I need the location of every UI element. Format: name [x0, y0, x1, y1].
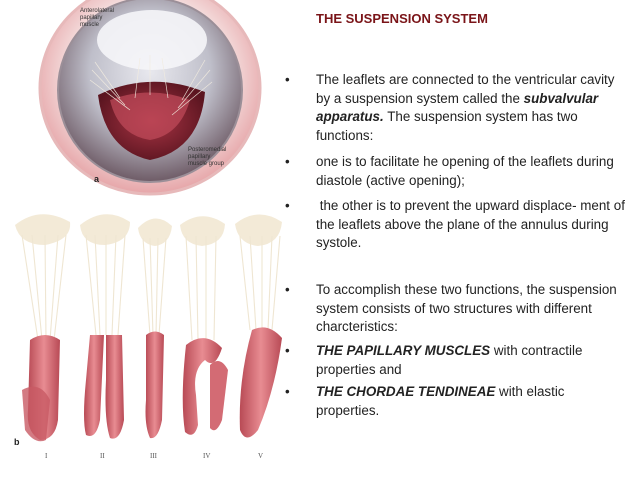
bullet-text: The leaflets are connected to the ventri… [316, 72, 615, 143]
bullet-dot: • [285, 198, 290, 213]
bullet-dot: • [285, 72, 290, 87]
anatomy-figure: Anterolateral papillary muscle Posterome… [0, 0, 300, 478]
muscle-type-iv [180, 216, 228, 435]
roman-label-i: I [45, 452, 48, 460]
anatomy-illustration [15, 0, 282, 442]
roman-label-ii: II [100, 452, 105, 460]
muscle-type-iii [138, 218, 172, 439]
muscle-type-i [15, 214, 71, 442]
valve-top-view [38, 0, 262, 196]
bullet-dot: • [285, 343, 290, 358]
muscle-type-ii [80, 214, 130, 439]
label-anterolateral: Anterolateral papillary muscle [80, 8, 115, 28]
bullet-text: the other is to prevent the upward displ… [316, 198, 629, 250]
figure-letter-a: a [94, 174, 100, 184]
label-posteromedial: Posteromedial papillary muscle group [188, 147, 227, 167]
bullet-text: THE CHORDAE TENDINEAE with elastic prope… [316, 384, 565, 418]
bullet-text: To accomplish these two functions, the s… [316, 282, 617, 334]
bullet-dot: • [285, 384, 290, 399]
roman-label-iii: III [150, 452, 157, 460]
bullet-text: one is to facilitate he opening of the l… [316, 154, 614, 188]
muscle-type-v [235, 214, 282, 438]
papillary-muscles-row [15, 214, 282, 442]
slide-title: THE SUSPENSION SYSTEM [316, 11, 488, 26]
bullet-text: THE PAPILLARY MUSCLES with contractile p… [316, 343, 583, 377]
bullet-dot: • [285, 154, 290, 169]
roman-label-iv: IV [203, 452, 211, 460]
bullet-dot: • [285, 282, 290, 297]
figure-letter-b: b [14, 437, 20, 447]
roman-label-v: V [258, 452, 264, 460]
